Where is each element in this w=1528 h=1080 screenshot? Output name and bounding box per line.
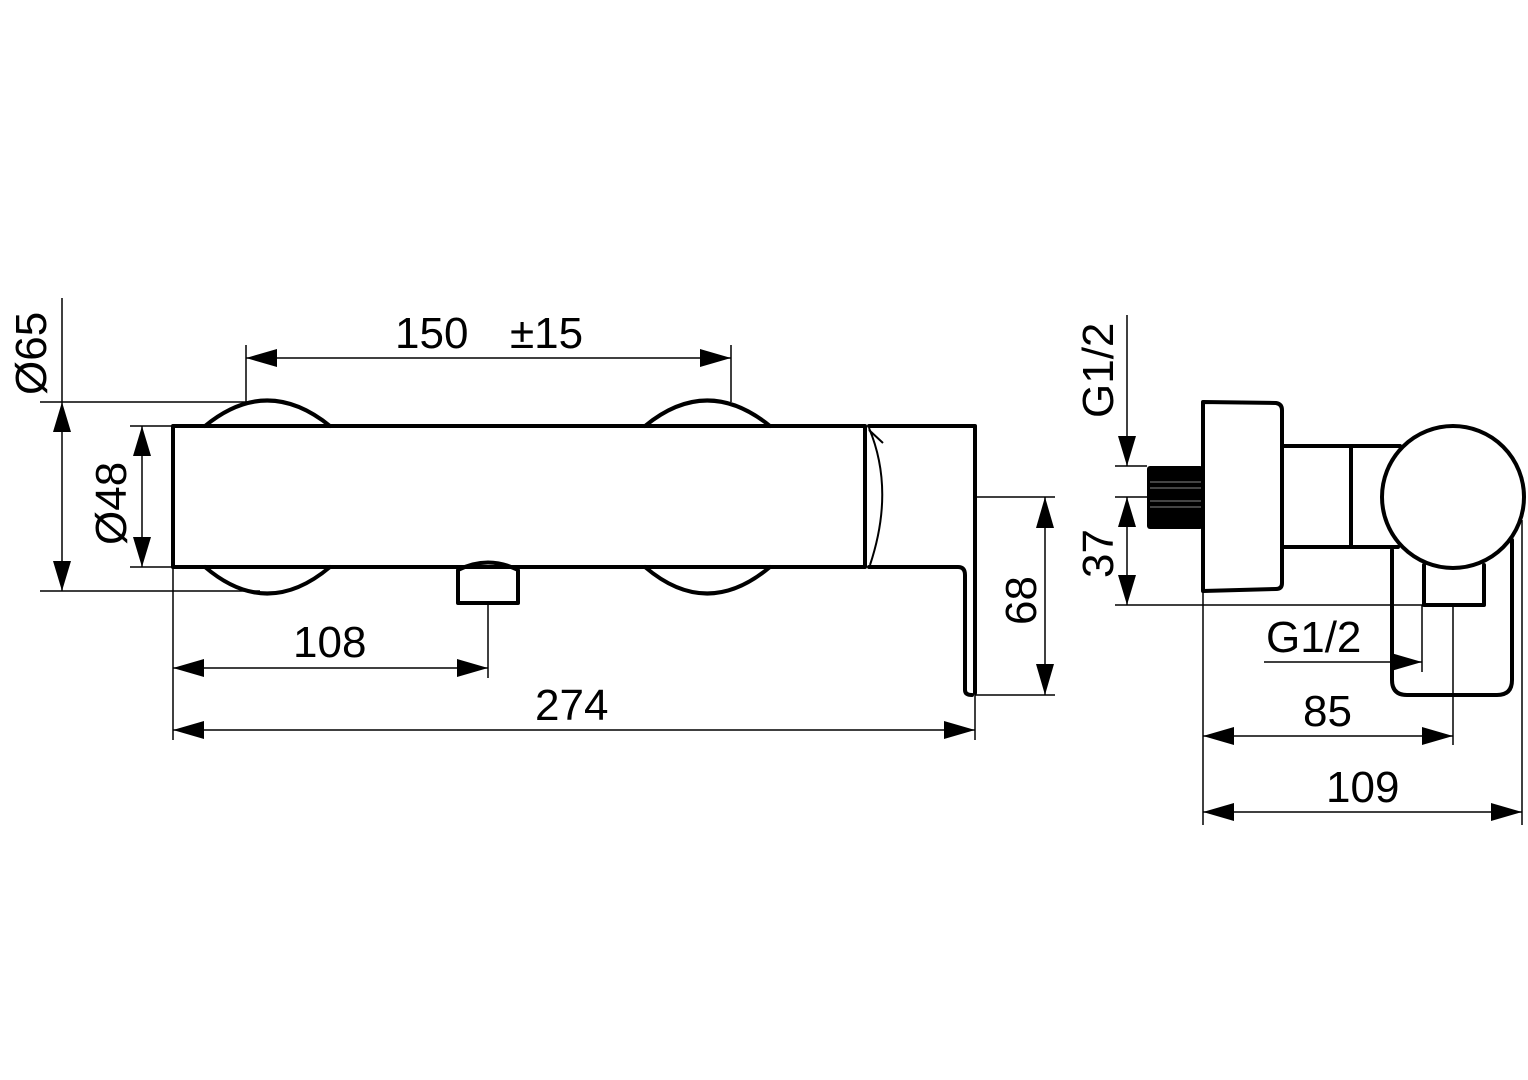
dim-connection-spacing: 150	[395, 309, 468, 358]
handle	[867, 424, 977, 695]
dim-outlet-depth: 85	[1303, 687, 1352, 736]
dim-outlet-offset: 108	[293, 618, 366, 667]
dim-flange-diameter: Ø65	[7, 312, 56, 395]
wall-cover	[1201, 400, 1284, 593]
left-flange-top	[203, 398, 332, 428]
handle-lever-side	[1390, 538, 1514, 697]
outlet-nub	[456, 560, 520, 605]
dim-outlet-thread: G1/2	[1266, 613, 1361, 662]
handle-tick	[868, 429, 884, 444]
mixer-body	[171, 424, 867, 569]
dim-body-diameter: Ø48	[87, 462, 136, 545]
connector-body	[1280, 444, 1402, 549]
dim-overall-length: 274	[535, 681, 608, 730]
threaded-inlet	[1147, 466, 1203, 529]
dim-handle-drop: 68	[997, 576, 1046, 625]
body-circle	[1380, 424, 1526, 570]
dim-inlet-height: 37	[1074, 529, 1123, 578]
right-flange-bottom	[643, 565, 772, 596]
dim-spacing-tolerance: ±15	[510, 309, 583, 358]
handle-curve	[868, 427, 884, 566]
handle-lever	[867, 565, 974, 697]
left-flange-bottom	[203, 565, 332, 596]
dim-inlet-thread: G1/2	[1074, 323, 1123, 418]
right-flange-top	[643, 398, 772, 428]
side-view: G1/2 37 G1/2 85 109	[1074, 315, 1526, 825]
outlet-spout	[1422, 563, 1486, 607]
front-view: Ø65 Ø48 150 ±15 108 274 68	[7, 298, 1055, 740]
dim-overall-depth: 109	[1326, 763, 1399, 812]
